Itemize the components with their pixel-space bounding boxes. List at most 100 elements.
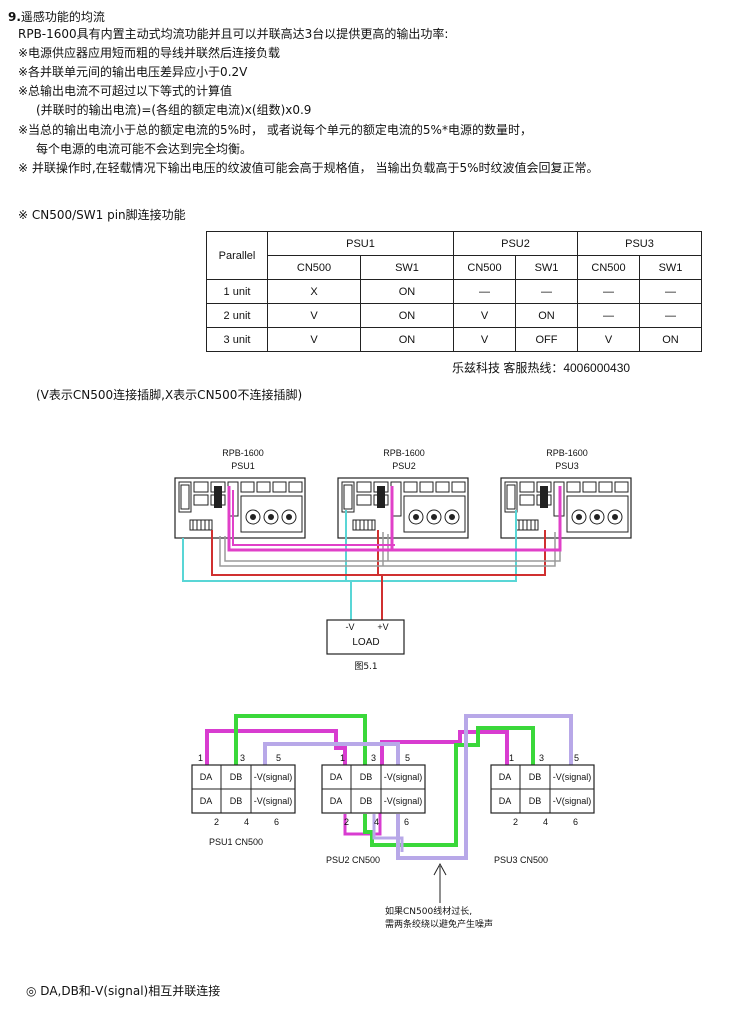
row-label: 2 unit	[206, 303, 268, 328]
legend-note: (V表示CN500连接插脚,X表示CN500不连接插脚)	[36, 388, 303, 402]
note-5: ※ 并联操作时,在轻载情况下输出电压的纹波值可能会高于规格值， 当输出负载高于5…	[18, 161, 599, 175]
table-cell: V	[453, 303, 516, 328]
cell-label: -V(signal)	[384, 796, 423, 806]
cell-label: DA	[499, 772, 512, 782]
pin-label: 6	[573, 817, 578, 827]
pin-label: 2	[513, 817, 518, 827]
cell-label: DB	[529, 772, 542, 782]
table-subheader: CN500	[453, 255, 516, 280]
pin-label: 3	[371, 753, 376, 763]
pin-label: 1	[198, 753, 203, 763]
cell-label: DB	[360, 772, 373, 782]
note-2: ※各并联单元间的输出电压差异应小于0.2V	[18, 65, 248, 79]
intro-text: RPB-1600具有内置主动式均流功能并且可以并联高达3台以提供更高的输出功率:	[18, 27, 449, 41]
table-group-psu1: PSU1	[267, 231, 454, 256]
cell-label: -V(signal)	[553, 796, 592, 806]
psu2-name: PSU2	[392, 461, 416, 471]
psu1-name: PSU1	[231, 461, 255, 471]
hotline-text: 乐兹科技 客服热线：4006000430	[452, 361, 631, 375]
table-cell: V	[577, 327, 640, 352]
psu2-model: RPB-1600	[383, 448, 425, 458]
wiring-lines	[182, 486, 562, 620]
psu1-cn500-label: PSU1 CN500	[209, 837, 263, 847]
pin-label: 1	[509, 753, 514, 763]
table-cell: ON	[639, 327, 702, 352]
psu3-name: PSU3	[555, 461, 579, 471]
pin-label: 5	[574, 753, 579, 763]
pin-label: 4	[374, 817, 379, 827]
row-label: 1 unit	[206, 279, 268, 304]
twist-note-line1: 如果CN500线材过长,	[385, 905, 472, 917]
load-box	[326, 619, 405, 655]
psu3-unit	[500, 477, 632, 539]
cn500-wires	[205, 714, 573, 860]
note-4: ※当总的输出电流小于总的额定电流的5%时， 或者说每个单元的额定电流的5%*电源…	[18, 123, 532, 137]
table-cell: V	[267, 327, 361, 352]
cell-label: -V(signal)	[384, 772, 423, 782]
pin-label: 4	[543, 817, 548, 827]
table-cell: OFF	[515, 327, 578, 352]
psu3-model: RPB-1600	[546, 448, 588, 458]
table-group-psu3: PSU3	[577, 231, 702, 256]
parallel-table: Parallel PSU1 PSU2 PSU3 CN500 SW1 CN500 …	[206, 231, 702, 352]
cell-label: DA	[330, 772, 343, 782]
arrow-head-icon	[433, 862, 447, 876]
cell-label: DB	[230, 772, 243, 782]
cell-label: DB	[529, 796, 542, 806]
cell-label: DA	[200, 772, 213, 782]
table-row: 1 unit X ON — — — —	[206, 279, 702, 304]
pin-label: 4	[244, 817, 249, 827]
table-cell: X	[267, 279, 361, 304]
load-label: LOAD	[352, 637, 379, 648]
footer-note: ◎ DA,DB和-V(signal)相互并联连接	[26, 984, 221, 998]
table-group-psu2: PSU2	[453, 231, 578, 256]
pin-label: 3	[240, 753, 245, 763]
note-3: ※总输出电流不可超过以下等式的计算值	[18, 84, 233, 98]
psu1-model: RPB-1600	[222, 448, 264, 458]
pin-label: 6	[274, 817, 279, 827]
figure-caption: 图5.1	[354, 661, 377, 672]
table-subheader: CN500	[577, 255, 640, 280]
cell-label: DA	[200, 796, 213, 806]
pin-label: 1	[340, 753, 345, 763]
cn500-connector	[191, 764, 296, 814]
load-pos-label: +V	[377, 622, 388, 632]
table-cell: V	[267, 303, 361, 328]
row-label: 3 unit	[206, 327, 268, 352]
table-row: 2 unit V ON V ON — —	[206, 303, 702, 328]
table-cell: ON	[515, 303, 578, 328]
formula: (并联时的输出电流)=(各组的额定电流)x(组数)x0.9	[36, 103, 312, 117]
psu3-cn500-label: PSU3 CN500	[494, 855, 548, 865]
pin-label: 2	[214, 817, 219, 827]
table-cell: —	[639, 303, 702, 328]
psu2-cn500-label: PSU2 CN500	[326, 855, 380, 865]
table-subheader: CN500	[267, 255, 361, 280]
cell-label: DB	[230, 796, 243, 806]
table-cell: —	[453, 279, 516, 304]
table-cell: V	[453, 327, 516, 352]
twist-note-line2: 需两条绞绕以避免产生噪声	[385, 918, 493, 930]
table-cell: ON	[360, 303, 454, 328]
pin-label: 2	[344, 817, 349, 827]
cell-label: -V(signal)	[553, 772, 592, 782]
table-cell: —	[639, 279, 702, 304]
pin-label: 6	[404, 817, 409, 827]
note-4-cont: 每个电源的电流可能不会达到完全均衡。	[36, 142, 253, 156]
cell-label: DA	[330, 796, 343, 806]
table-cell: —	[577, 279, 640, 304]
psu2-unit	[337, 477, 469, 539]
table-corner: Parallel	[206, 231, 268, 280]
pin-heading: ※ CN500/SW1 pin脚连接功能	[18, 208, 186, 222]
cell-label: DA	[499, 796, 512, 806]
table-row: 3 unit V ON V OFF V ON	[206, 327, 702, 352]
pin-label: 5	[405, 753, 410, 763]
load-neg-label: -V	[346, 622, 355, 632]
cell-label: -V(signal)	[254, 772, 293, 782]
section-heading: 9.遥感功能的均流	[8, 10, 105, 24]
cell-label: DB	[360, 796, 373, 806]
pin-label: 3	[539, 753, 544, 763]
pin-label: 5	[276, 753, 281, 763]
cell-label: -V(signal)	[254, 796, 293, 806]
psu1-unit	[174, 477, 306, 539]
